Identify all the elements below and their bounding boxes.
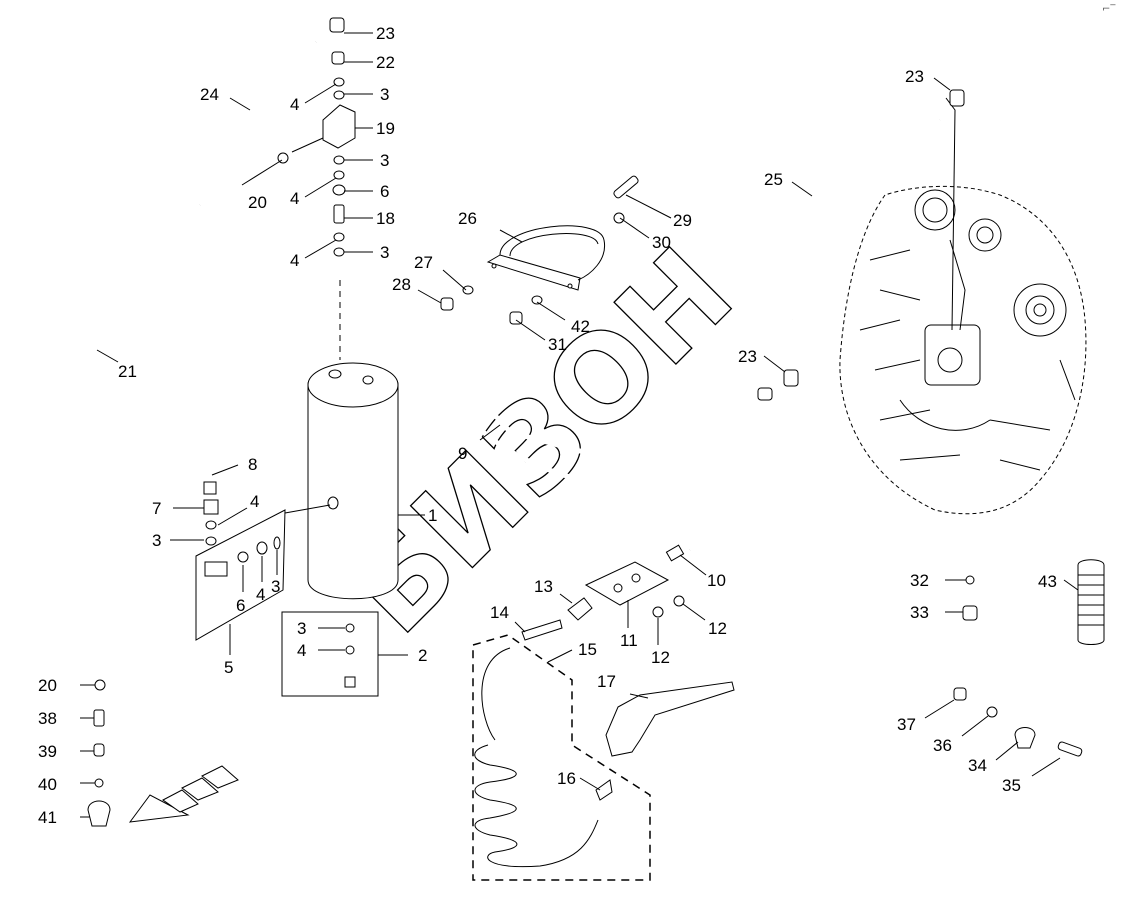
callout-20: 20	[248, 193, 267, 212]
corner-mark: ⌐‾	[1102, 4, 1116, 15]
callout-20: 20	[38, 676, 57, 695]
callout-3: 3	[152, 531, 161, 550]
callout-34: 34	[968, 756, 987, 775]
callout-35: 35	[1002, 776, 1021, 795]
callout-27: 27	[414, 253, 433, 272]
callout-12: 12	[651, 648, 670, 667]
callout-7: 7	[152, 499, 161, 518]
callout-4: 4	[290, 95, 299, 114]
callout-19: 19	[376, 119, 395, 138]
small-fittings	[87, 17, 1105, 827]
callout-15: 15	[578, 640, 597, 659]
callout-3: 3	[380, 151, 389, 170]
callout-1: 1	[428, 506, 437, 525]
callout-3: 3	[297, 619, 306, 638]
callout-39: 39	[38, 742, 57, 761]
callout-22: 22	[376, 53, 395, 72]
callout-40: 40	[38, 775, 57, 794]
hose-25	[790, 97, 956, 331]
callout-37: 37	[897, 715, 916, 734]
callout-18: 18	[376, 209, 395, 228]
callout-16: 16	[557, 769, 576, 788]
callout-26: 26	[458, 209, 477, 228]
callout-3: 3	[380, 243, 389, 262]
callout-36: 36	[933, 736, 952, 755]
callout-3: 3	[271, 577, 280, 596]
callout-11: 11	[620, 631, 638, 650]
callout-30: 30	[652, 233, 671, 252]
callout-38: 38	[38, 709, 57, 728]
leader-lines	[80, 32, 1079, 818]
callout-4: 4	[297, 641, 306, 660]
callout-2: 2	[418, 646, 427, 665]
front-direction-arrow	[128, 765, 239, 823]
callout-13: 13	[534, 577, 553, 596]
blow-gun-kit-15	[472, 634, 735, 881]
callout-17: 17	[597, 672, 616, 691]
callout-8: 8	[248, 455, 257, 474]
callout-3: 3	[380, 85, 389, 104]
callout-5: 5	[224, 658, 233, 677]
callout-23: 23	[376, 24, 395, 43]
callout-41: 41	[38, 808, 57, 827]
callout-29: 29	[673, 211, 692, 230]
pipe-21	[82, 202, 202, 655]
callout-labels: 1 2 3 3 3 3 3 3 4 4 4 4 4 4 5 6 6 7 8 9 …	[38, 24, 1057, 827]
callout-23: 23	[738, 347, 757, 366]
bracket-26	[486, 225, 606, 291]
callout-28: 28	[392, 275, 411, 294]
callout-25: 25	[764, 170, 783, 189]
callout-4: 4	[256, 585, 265, 604]
callout-42: 42	[571, 317, 590, 336]
callout-23: 23	[905, 67, 924, 86]
callout-14: 14	[490, 603, 509, 622]
callout-32: 32	[910, 571, 929, 590]
plate-11	[584, 561, 670, 606]
callout-10: 10	[707, 571, 726, 590]
callout-31: 31	[548, 335, 567, 354]
air-tank-1	[307, 280, 399, 600]
seal-kit-box-2	[281, 611, 379, 697]
callout-43: 43	[1038, 572, 1057, 591]
callout-24: 24	[200, 85, 219, 104]
callout-4: 4	[250, 492, 259, 511]
callout-6: 6	[380, 182, 389, 201]
pipe-24	[217, 40, 764, 473]
callout-21: 21	[118, 362, 137, 381]
pipe-9	[207, 319, 744, 553]
callout-9: 9	[458, 444, 467, 463]
engine-illustration	[839, 185, 1087, 515]
callout-4: 4	[290, 251, 299, 270]
callout-12: 12	[708, 619, 727, 638]
callout-33: 33	[910, 603, 929, 622]
callout-4: 4	[290, 189, 299, 208]
callout-6: 6	[236, 596, 245, 615]
